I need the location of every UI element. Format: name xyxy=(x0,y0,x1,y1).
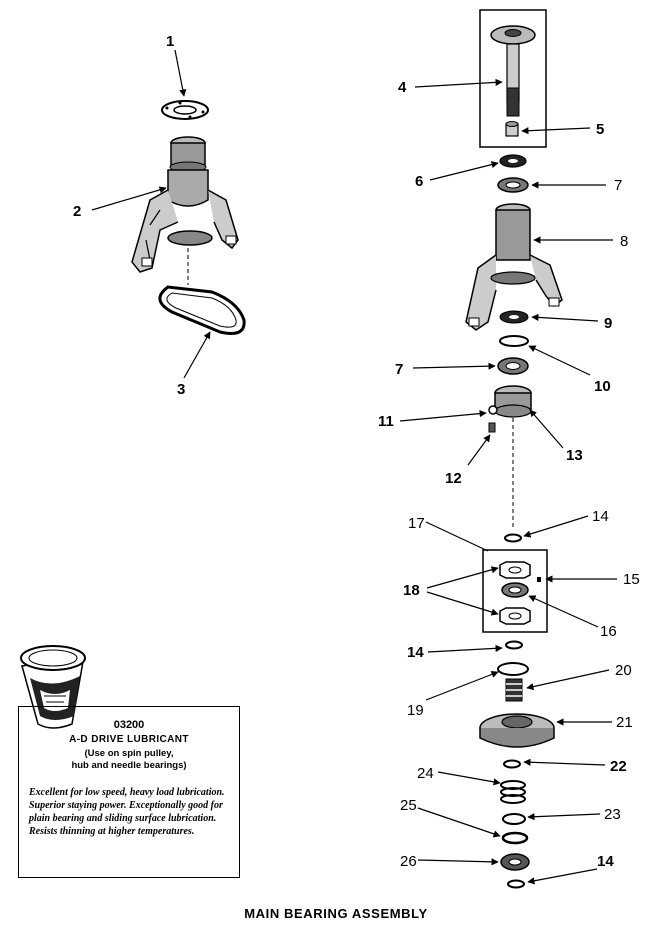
product-name: A-D DRIVE LUBRICANT xyxy=(69,734,189,745)
part-16-bearing xyxy=(501,582,529,598)
callout-14-bottom: 14 xyxy=(597,853,614,870)
part-14-ring-bottom xyxy=(507,879,525,889)
leader-lines xyxy=(91,49,617,885)
callout-7-upper: 7 xyxy=(614,177,622,194)
part-4-spindle-shaft xyxy=(479,9,547,148)
callout-10: 10 xyxy=(594,378,611,395)
callout-14-middle: 14 xyxy=(407,644,424,661)
callout-numbers: 1 2 3 4 5 6 7 8 9 10 7 11 12 13 14 17 15… xyxy=(73,33,640,870)
part-24-spring xyxy=(500,780,526,804)
part-1-gasket xyxy=(161,100,209,120)
callout-7-lower: 7 xyxy=(395,361,403,378)
callout-1: 1 xyxy=(166,33,174,50)
part-5-nut xyxy=(505,121,519,137)
part-18-thrust-washer-lower xyxy=(499,607,531,625)
callout-26: 26 xyxy=(400,853,417,870)
callout-21: 21 xyxy=(616,714,633,731)
callout-5: 5 xyxy=(596,121,604,138)
lubricant-can-image xyxy=(20,645,86,729)
callout-4: 4 xyxy=(398,79,407,96)
callout-2: 2 xyxy=(73,203,81,220)
part-10-snap-ring xyxy=(499,335,529,347)
part-15-pin xyxy=(537,577,541,582)
callout-8: 8 xyxy=(620,233,628,250)
part-20-spring xyxy=(505,678,523,702)
callout-20: 20 xyxy=(615,662,632,679)
lubricant-info-box: 03200 A-D DRIVE LUBRICANT (Use on spin p… xyxy=(18,706,240,878)
callout-18: 18 xyxy=(403,582,420,599)
part-8-bearing-housing xyxy=(465,203,563,331)
part-25-spacer xyxy=(501,831,529,845)
part-11-washer xyxy=(488,405,498,415)
part-12-screw xyxy=(488,422,496,433)
part-17-kit-frame xyxy=(482,549,548,633)
callout-22: 22 xyxy=(610,758,627,775)
callout-17: 17 xyxy=(408,515,425,532)
part-9-seal xyxy=(499,310,529,324)
part-13-bearing-cap xyxy=(494,385,532,418)
part-19-snap-ring xyxy=(497,662,529,676)
part-2-housing-bracket xyxy=(131,136,239,273)
part-23-washer xyxy=(502,813,526,825)
part-26-bearing xyxy=(500,853,530,871)
product-code: 03200 xyxy=(113,719,145,731)
product-usage: (Use on spin pulley, hub and needle bear… xyxy=(19,748,239,772)
callout-25: 25 xyxy=(400,797,417,814)
part-3-drive-belt xyxy=(158,285,246,335)
callout-15: 15 xyxy=(623,571,640,588)
product-description: Excellent for low speed, heavy load lubr… xyxy=(29,787,225,837)
part-7-bearing-upper xyxy=(497,177,529,193)
part-18-thrust-washer-upper xyxy=(499,561,531,579)
callout-14-top: 14 xyxy=(592,508,609,525)
product-usage-line1: (Use on spin pulley, xyxy=(84,748,174,759)
callout-23: 23 xyxy=(604,806,621,823)
callout-13: 13 xyxy=(566,447,583,464)
callout-6: 6 xyxy=(415,173,423,190)
callout-19: 19 xyxy=(407,702,424,719)
part-7-bearing-lower xyxy=(497,357,529,375)
callout-24: 24 xyxy=(417,765,434,782)
part-6-seal xyxy=(499,154,527,168)
callout-12: 12 xyxy=(445,470,462,487)
part-14-ring-top xyxy=(504,533,522,543)
diagram-title: MAIN BEARING ASSEMBLY xyxy=(244,906,428,921)
part-14-ring-middle xyxy=(505,640,523,650)
callout-11: 11 xyxy=(378,413,394,430)
callout-9: 9 xyxy=(604,315,612,332)
callout-16: 16 xyxy=(600,623,617,640)
callout-3: 3 xyxy=(177,381,185,398)
part-21-spin-pulley xyxy=(479,713,555,748)
product-usage-line2: hub and needle bearings) xyxy=(71,760,187,771)
part-22-washer xyxy=(503,759,521,769)
